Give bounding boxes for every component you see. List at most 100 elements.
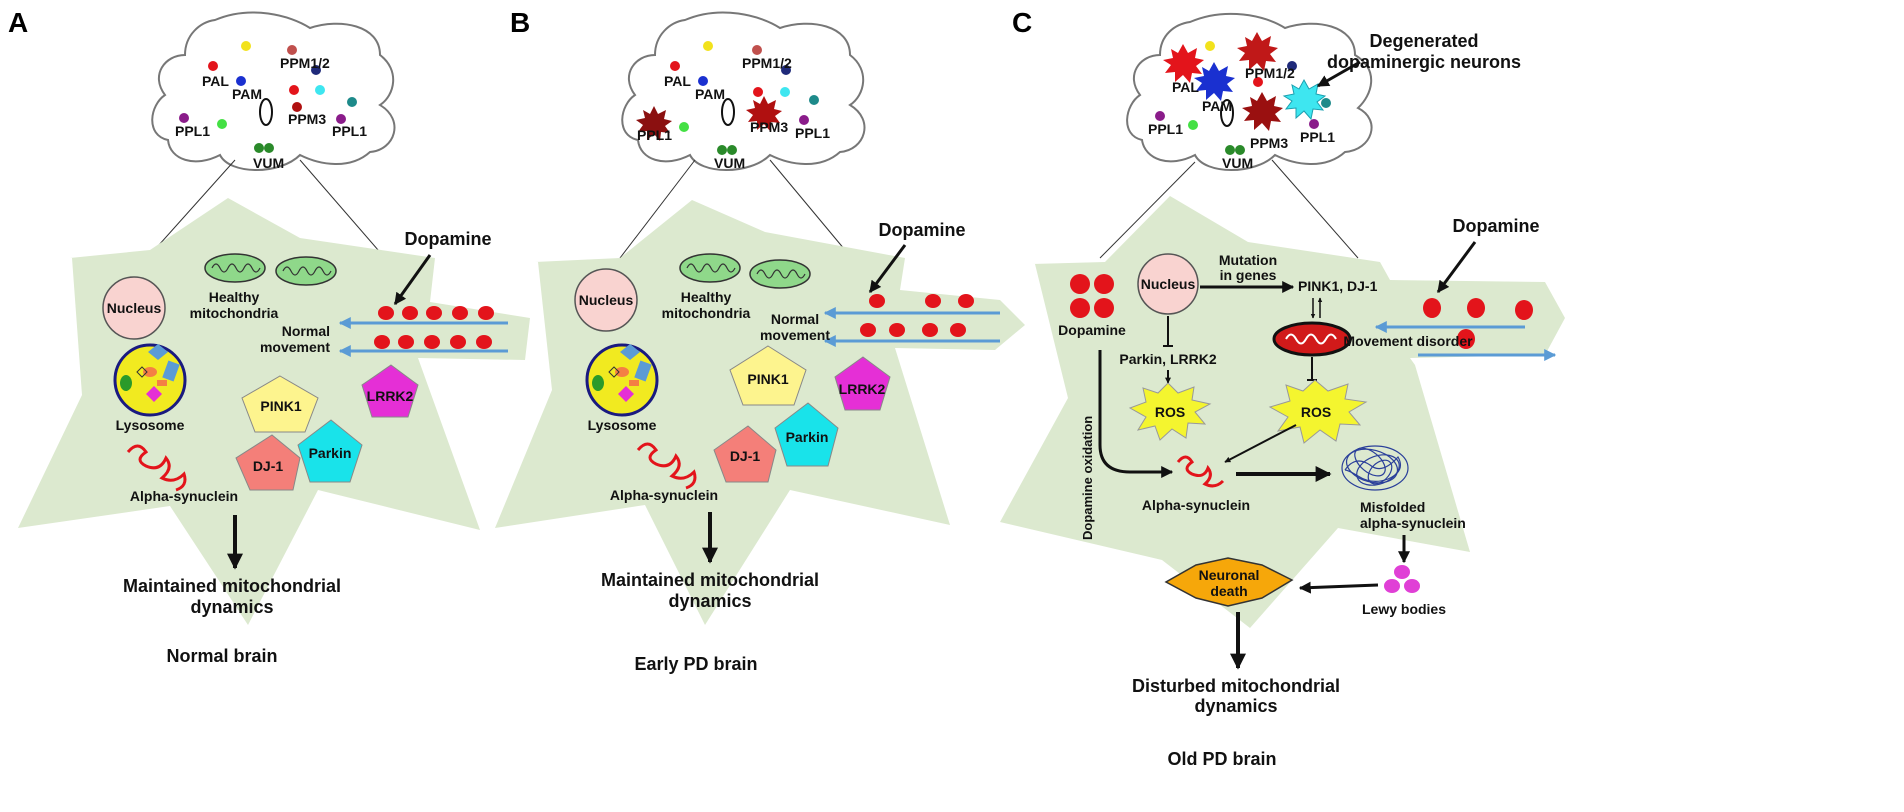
- neuron-dot: [1309, 119, 1319, 129]
- degenerated-arrow: [1316, 60, 1361, 88]
- nucleus-a: [102, 276, 166, 340]
- panel-caption-c: Old PD brain: [1167, 749, 1276, 769]
- nucleus-c: [1137, 253, 1199, 315]
- neuron-dot: [1205, 41, 1215, 51]
- neuron-dot: [289, 85, 299, 95]
- neuronal-death-label-1: Neuronal: [1199, 567, 1260, 583]
- neuronal-death-label-2: death: [1210, 583, 1247, 599]
- parkin-label: Parkin: [309, 445, 352, 461]
- ros-label-left: ROS: [1155, 404, 1185, 420]
- lysosome-icon: [585, 343, 659, 417]
- mutation-label-1: Mutation: [1219, 252, 1277, 268]
- degenerated-label-1: Degenerated: [1369, 31, 1478, 51]
- panel-b: B PAL PAM PPM1/2 PPM3 PPL1 PPL1 VUM Nucl…: [495, 7, 1025, 674]
- parkin-lrrk2-label: Parkin, LRRK2: [1119, 351, 1216, 367]
- pink1-label: PINK1: [747, 371, 788, 387]
- panel-letter-a: A: [8, 7, 28, 38]
- mito-label-2: mitochondria: [662, 305, 751, 321]
- neuron-dot: [780, 87, 790, 97]
- dopamine-dots: [374, 306, 494, 349]
- dj1-label: DJ-1: [253, 458, 284, 474]
- pink1-label: PINK1: [260, 398, 301, 414]
- label-ppl1-left: PPL1: [637, 127, 672, 143]
- outcome-line-2: dynamics: [190, 597, 273, 617]
- panel-caption-a: Normal brain: [166, 646, 277, 666]
- label-ppl1-right: PPL1: [332, 123, 367, 139]
- misfolded-label-2: alpha-synuclein: [1360, 515, 1466, 531]
- neuron-dot: [727, 145, 737, 155]
- panel-caption-b: Early PD brain: [634, 654, 757, 674]
- nucleus-label: Nucleus: [579, 292, 634, 308]
- zoom-line-right: [299, 159, 386, 259]
- neuron-dot: [703, 41, 713, 51]
- label-pam: PAM: [232, 86, 262, 102]
- dopamine-left-label: Dopamine: [1058, 322, 1126, 338]
- mito-label-1: Healthy: [209, 289, 260, 305]
- ros-burst-icon: [1128, 382, 1212, 441]
- neuron-dot: [753, 87, 763, 97]
- movement-disorder-label: Movement disorder: [1343, 333, 1473, 349]
- neuron-dot: [179, 113, 189, 123]
- label-pam: PAM: [1202, 98, 1232, 114]
- mito-label-1: Healthy: [681, 289, 732, 305]
- degenerated-label-2: dopaminergic neurons: [1327, 52, 1521, 72]
- dj1-label: DJ-1: [730, 448, 761, 464]
- mitochondrion-icon: [204, 253, 266, 283]
- neuron-dot: [254, 143, 264, 153]
- degenerated-neuron-icon: [1163, 44, 1204, 83]
- label-ppm12: PPM1/2: [280, 55, 330, 71]
- dopamine-label: Dopamine: [1452, 216, 1539, 236]
- movement-label-1: Normal: [282, 323, 330, 339]
- neuron-dot: [311, 65, 321, 75]
- neuron-dot: [208, 61, 218, 71]
- neuron-dot: [809, 95, 819, 105]
- mitochondrion-icon: [749, 259, 811, 289]
- dopamine-label: Dopamine: [878, 220, 965, 240]
- neuronal-death-icon: [1164, 557, 1294, 607]
- neuron-dot: [264, 143, 274, 153]
- nucleus-b: [574, 268, 638, 332]
- panel-letter-b: B: [510, 7, 530, 38]
- dopamine-dots: [860, 294, 974, 337]
- lewy-to-death-arrow: [1298, 581, 1379, 594]
- neuron-dot: [1321, 98, 1331, 108]
- degenerated-neuron-icon: [1282, 78, 1327, 121]
- movement-label-2: movement: [260, 339, 330, 355]
- neuron-dot: [781, 65, 791, 75]
- neuron-dot: [292, 102, 302, 112]
- degenerated-neuron-icon: [746, 96, 782, 131]
- outcome-line-1: Maintained mitochondrial: [123, 576, 341, 596]
- neuron-dot: [717, 145, 727, 155]
- alpha-synuclein-label: Alpha-synuclein: [130, 488, 238, 504]
- degenerated-neuron-icon: [1242, 92, 1283, 131]
- label-ppm3: PPM3: [750, 119, 788, 135]
- lrrk2-label: LRRK2: [367, 388, 414, 404]
- misfolded-alpha-synuclein-icon: [1341, 445, 1409, 491]
- label-ppm12: PPM1/2: [1245, 65, 1295, 81]
- panel-letter-c: C: [1012, 7, 1032, 38]
- zoom-line-left: [1099, 161, 1196, 259]
- lewy-bodies-label: Lewy bodies: [1362, 601, 1446, 617]
- dopamine-arrow: [1436, 241, 1477, 293]
- lysosome-label: Lysosome: [116, 417, 185, 433]
- brain-outline-b: [621, 11, 866, 171]
- degenerated-neuron-icon: [1237, 32, 1278, 71]
- label-ppm12: PPM1/2: [742, 55, 792, 71]
- neuron-dot: [1287, 61, 1297, 71]
- zoom-line-right: [769, 159, 846, 251]
- ros-burst-icon: [1268, 379, 1368, 444]
- pink1-dj1-label: PINK1, DJ-1: [1298, 278, 1378, 294]
- alpha-synuclein-label: Alpha-synuclein: [1142, 497, 1250, 513]
- degenerated-neuron-icon: [1194, 62, 1235, 101]
- neuron-dot: [1188, 120, 1198, 130]
- label-pal: PAL: [664, 73, 691, 89]
- ros-to-alpha-arrow: [1224, 424, 1297, 463]
- ros-label-right: ROS: [1301, 404, 1331, 420]
- alpha-synuclein-icon: [126, 444, 187, 492]
- parkin-label: Parkin: [786, 429, 829, 445]
- neuron-dot: [1225, 145, 1235, 155]
- lrrk2-pentagon: [361, 364, 419, 418]
- dopamine-label: Dopamine: [404, 229, 491, 249]
- lrrk2-label: LRRK2: [839, 381, 886, 397]
